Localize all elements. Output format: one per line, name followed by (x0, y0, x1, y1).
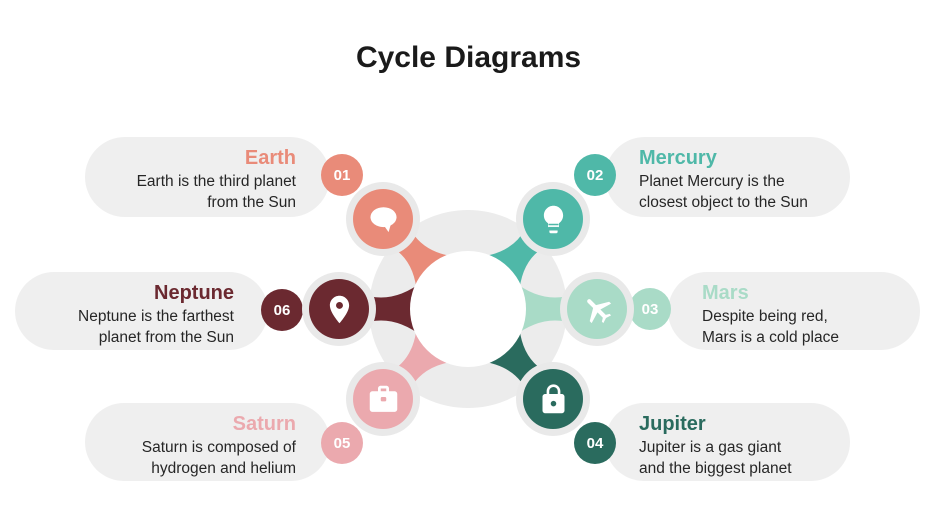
jupiter-title: Jupiter (639, 413, 706, 435)
ring-inner-circle (410, 251, 526, 367)
padlock-icon (542, 383, 564, 413)
jupiter-icon-circle (523, 369, 583, 429)
saturn-card: Saturn Saturn is composed of hydrogen an… (85, 403, 330, 481)
jupiter-step-badge: 04 (574, 422, 616, 464)
earth-step-badge: 01 (321, 154, 363, 196)
mercury-step-badge: 02 (574, 154, 616, 196)
lightbulb-icon (543, 205, 563, 233)
mercury-title: Mercury (639, 147, 717, 169)
mercury-description: Planet Mercury is the closest object to … (639, 173, 808, 211)
saturn-description: Saturn is composed of hydrogen and heliu… (141, 439, 296, 477)
briefcase-icon (369, 385, 397, 412)
neptune-title: Neptune (154, 282, 234, 304)
saturn-title: Saturn (232, 413, 296, 435)
earth-icon-circle (353, 189, 413, 249)
chat-bubble-icon (369, 206, 397, 232)
saturn-icon-circle (353, 369, 413, 429)
mercury-card: Mercury Planet Mercury is the closest ob… (605, 137, 850, 217)
mars-step-badge: 03 (629, 288, 671, 330)
earth-card: Earth Earth is the third planet from the… (85, 137, 330, 217)
mercury-icon-circle (523, 189, 583, 249)
jupiter-description: Jupiter is a gas giant and the biggest p… (639, 439, 792, 477)
mars-card: Mars Despite being red, Mars is a cold p… (668, 272, 920, 350)
mars-title: Mars (702, 282, 749, 304)
earth-title: Earth (244, 147, 296, 169)
airplane-icon (586, 298, 611, 323)
saturn-step-badge: 05 (321, 422, 363, 464)
mars-icon-circle (567, 279, 627, 339)
earth-description: Earth is the third planet from the Sun (136, 173, 296, 211)
neptune-step-badge: 06 (261, 289, 303, 331)
neptune-description: Neptune is the farthest planet from the … (78, 308, 234, 346)
page-title: Cycle Diagrams (355, 41, 582, 74)
mars-description: Despite being red, Mars is a cold place (702, 308, 839, 346)
jupiter-card: Jupiter Jupiter is a gas giant and the b… (605, 403, 850, 481)
location-pin-icon (329, 295, 349, 323)
neptune-card: Neptune Neptune is the farthest planet f… (15, 272, 268, 350)
neptune-icon-circle (309, 279, 369, 339)
